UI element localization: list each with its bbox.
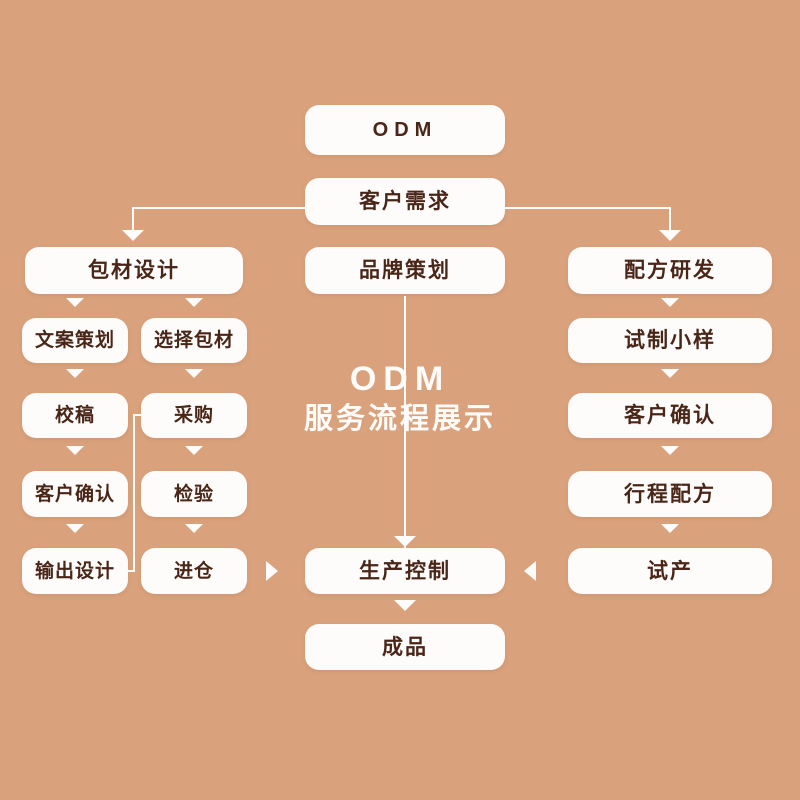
arrow-right-into-production <box>524 561 536 581</box>
arrow-purchase-to-inspect <box>185 446 203 455</box>
node-label: 客户确认 <box>34 483 115 505</box>
arrow-sample-to-confirm <box>661 369 679 378</box>
node-label: 文案策划 <box>34 330 115 351</box>
connector-output-elbow-vertical <box>133 414 135 571</box>
node-label: 品牌策划 <box>359 259 451 282</box>
node-select-material[interactable]: 选择包材 <box>141 318 247 363</box>
node-output-design[interactable]: 输出设计 <box>22 548 128 594</box>
node-label: 行程配方 <box>624 482 716 506</box>
arrow-packaging-to-material <box>185 298 203 307</box>
node-label: 成品 <box>382 635 428 659</box>
node-purchase[interactable]: 采购 <box>141 393 247 438</box>
connector-demand-right-horizontal <box>505 207 670 209</box>
node-customer-demand[interactable]: 客户需求 <box>305 178 505 225</box>
connector-demand-left-vertical <box>132 207 134 232</box>
node-customer-confirm-right[interactable]: 客户确认 <box>568 393 772 438</box>
node-label: 进仓 <box>173 560 214 582</box>
node-label: 客户需求 <box>359 190 451 213</box>
node-label: 生产控制 <box>359 559 451 583</box>
arrow-production-to-finished <box>394 600 416 611</box>
connector-output-elbow-top <box>133 414 145 416</box>
node-label: 试制小样 <box>624 329 716 352</box>
node-label: 选择包材 <box>153 330 234 351</box>
node-label: 采购 <box>173 405 214 426</box>
node-label: 试产 <box>647 559 693 583</box>
node-trial-sample[interactable]: 试制小样 <box>568 318 772 363</box>
node-copy-planning[interactable]: 文案策划 <box>22 318 128 363</box>
node-brand-planning[interactable]: 品牌策划 <box>305 247 505 294</box>
node-label: 输出设计 <box>34 560 115 582</box>
node-finished-product[interactable]: 成品 <box>305 624 505 670</box>
arrow-route-to-trial-production <box>661 524 679 533</box>
arrow-formula-to-sample <box>661 298 679 307</box>
arrow-proof-to-confirm <box>66 446 84 455</box>
arrow-demand-to-formula <box>659 230 681 241</box>
arrow-confirm-to-output <box>66 524 84 533</box>
arrow-output-to-purchase <box>144 410 151 420</box>
connector-center-spine <box>404 296 406 548</box>
node-customer-confirm-left[interactable]: 客户确认 <box>22 471 128 517</box>
node-label: 检验 <box>173 483 214 505</box>
arrow-material-to-purchase <box>185 369 203 378</box>
node-trial-production[interactable]: 试产 <box>568 548 772 594</box>
node-packaging-design[interactable]: 包材设计 <box>25 247 243 294</box>
node-inspection[interactable]: 检验 <box>141 471 247 517</box>
arrow-demand-to-packaging <box>122 230 144 241</box>
node-warehouse-in[interactable]: 进仓 <box>141 548 247 594</box>
arrow-confirm-to-formula-route <box>661 446 679 455</box>
connector-output-elbow-bottom <box>128 570 135 572</box>
arrow-copy-to-proof <box>66 369 84 378</box>
node-formula-rnd[interactable]: 配方研发 <box>568 247 772 294</box>
node-production-control[interactable]: 生产控制 <box>305 548 505 594</box>
arrow-brand-to-production <box>394 536 416 547</box>
node-label: 包材设计 <box>88 259 180 282</box>
node-label: 校稿 <box>54 405 95 426</box>
arrow-inspect-to-warehouse <box>185 524 203 533</box>
arrow-packaging-to-copy <box>66 298 84 307</box>
node-label: 客户确认 <box>624 404 716 427</box>
node-route-formula[interactable]: 行程配方 <box>568 471 772 517</box>
node-odm-root[interactable]: ODM <box>305 105 505 155</box>
node-label: 配方研发 <box>624 259 716 282</box>
connector-demand-left-horizontal <box>132 207 307 209</box>
connector-demand-right-vertical <box>669 207 671 232</box>
node-label: ODM <box>372 119 438 141</box>
node-proofreading[interactable]: 校稿 <box>22 393 128 438</box>
arrow-left-into-production <box>266 561 278 581</box>
